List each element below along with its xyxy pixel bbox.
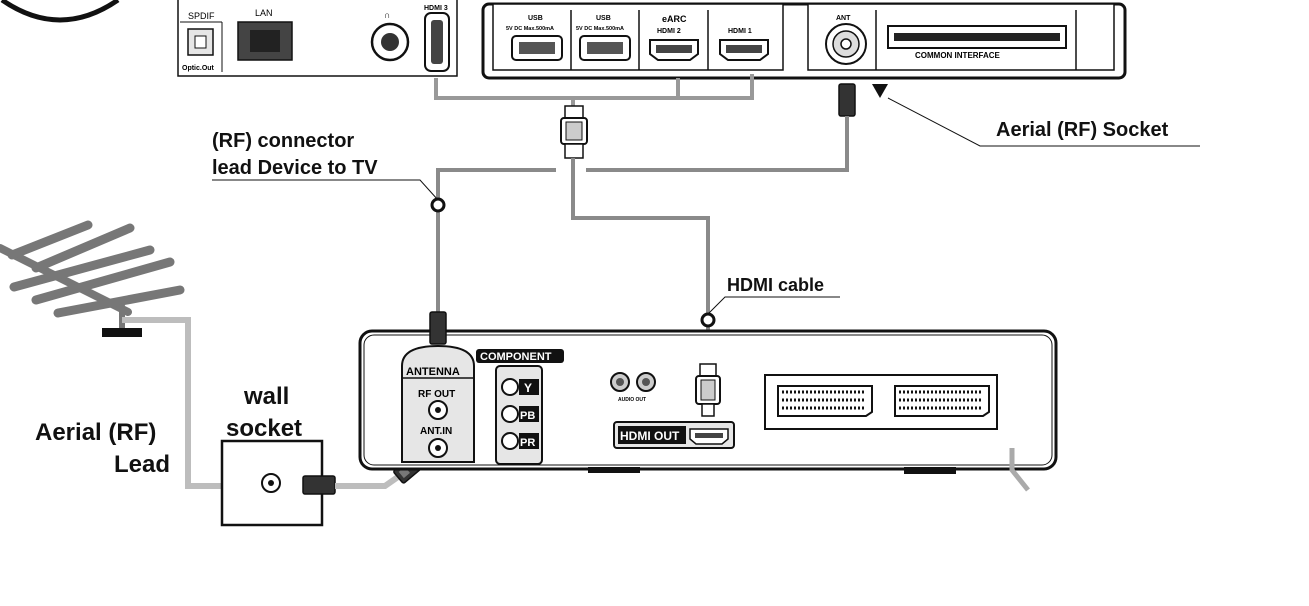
headphone-icon: ∩ — [384, 10, 390, 20]
aerial-lead-label-1: Aerial (RF) — [35, 419, 156, 446]
component-pr-jack — [501, 432, 519, 450]
usb1-spec: 5V DC Max.500mA — [506, 26, 554, 32]
tv-panel-right: USB 5V DC Max.500mA USB 5V DC Max.500mA … — [481, 2, 1127, 80]
aerial-socket-leader — [887, 97, 1200, 147]
hdmi-plug-top — [560, 105, 588, 159]
ant-in-label: ANT.IN — [420, 426, 452, 437]
component-pb-jack — [501, 405, 519, 423]
rf-connector-label-1: (RF) connector — [212, 130, 354, 152]
component-label: COMPONENT — [480, 351, 552, 363]
rf-cable — [436, 116, 849, 318]
ant-label: ANT — [836, 15, 851, 22]
hdmi-cable-label: HDMI cable — [727, 275, 824, 295]
earc-label: eARC — [662, 14, 687, 24]
hdmi-cable — [571, 158, 710, 375]
usb1-title: USB — [528, 15, 543, 22]
wall-socket-label-1: wall — [243, 383, 289, 410]
usb2-spec: 5V DC Max.500mA — [576, 26, 624, 32]
antenna-mount — [102, 328, 142, 337]
audio-out-jacks: AUDIO OUT — [610, 372, 656, 403]
wall-socket-plug — [302, 475, 336, 495]
aerial-socket-arrow — [872, 84, 888, 98]
component-block: COMPONENT Y PB PR — [476, 349, 564, 465]
component-y-jack — [501, 378, 519, 396]
wall-socket-label-2: socket — [226, 415, 302, 442]
lan-label: LAN — [255, 8, 273, 18]
hdmi1-label: HDMI 1 — [728, 28, 752, 35]
optical-port — [187, 28, 214, 56]
rf-callout-leader — [212, 179, 439, 201]
hdmi-out-label: HDMI OUT — [620, 429, 680, 443]
hdmi-callout-dot — [700, 312, 716, 328]
antenna-label: ANTENNA — [406, 366, 460, 378]
common-interface-label: COMMON INTERFACE — [915, 51, 1001, 60]
usb2-title: USB — [596, 15, 611, 22]
aerial-socket-label: Aerial (RF) Socket — [996, 119, 1169, 141]
rf-callout-dot — [430, 197, 446, 213]
spdif-label: SPDIF — [188, 11, 215, 21]
hdmi-callout-leader — [707, 296, 840, 315]
optic-out-label: Optic.Out — [182, 65, 215, 72]
scart-1 — [777, 385, 873, 417]
component-pr-label: PR — [520, 437, 535, 449]
tv-panel-left: SPDIF Optic.Out LAN ∩ HDMI 3 — [177, 0, 458, 77]
rf-connector-label-2: lead Device to TV — [212, 157, 378, 179]
scart-2 — [894, 385, 990, 417]
rf-out-label: RF OUT — [418, 389, 455, 400]
hdmi-out-block: HDMI OUT — [613, 421, 735, 449]
component-y-label: Y — [524, 381, 532, 395]
audio-out-label: AUDIO OUT — [618, 397, 646, 403]
aerial-lead-label-2: Lead — [114, 451, 170, 478]
ant-plug-tv — [838, 83, 856, 117]
scart-panel — [764, 374, 998, 430]
antenna-block: ANTENNA RF OUT ANT.IN — [401, 344, 475, 463]
yagi-antenna-icon — [0, 220, 185, 333]
hdmi-port-bracket — [434, 74, 754, 112]
hdmi-plug-device — [695, 363, 721, 417]
hdmi2-label: HDMI 2 — [657, 28, 681, 35]
cropped-circle — [0, 0, 120, 23]
rf-out-plug — [429, 311, 447, 345]
hdmi3-label: HDMI 3 — [424, 5, 448, 12]
component-pb-label: PB — [520, 410, 535, 422]
power-cable — [1009, 448, 1030, 492]
aerial-lead-cable — [122, 317, 222, 489]
